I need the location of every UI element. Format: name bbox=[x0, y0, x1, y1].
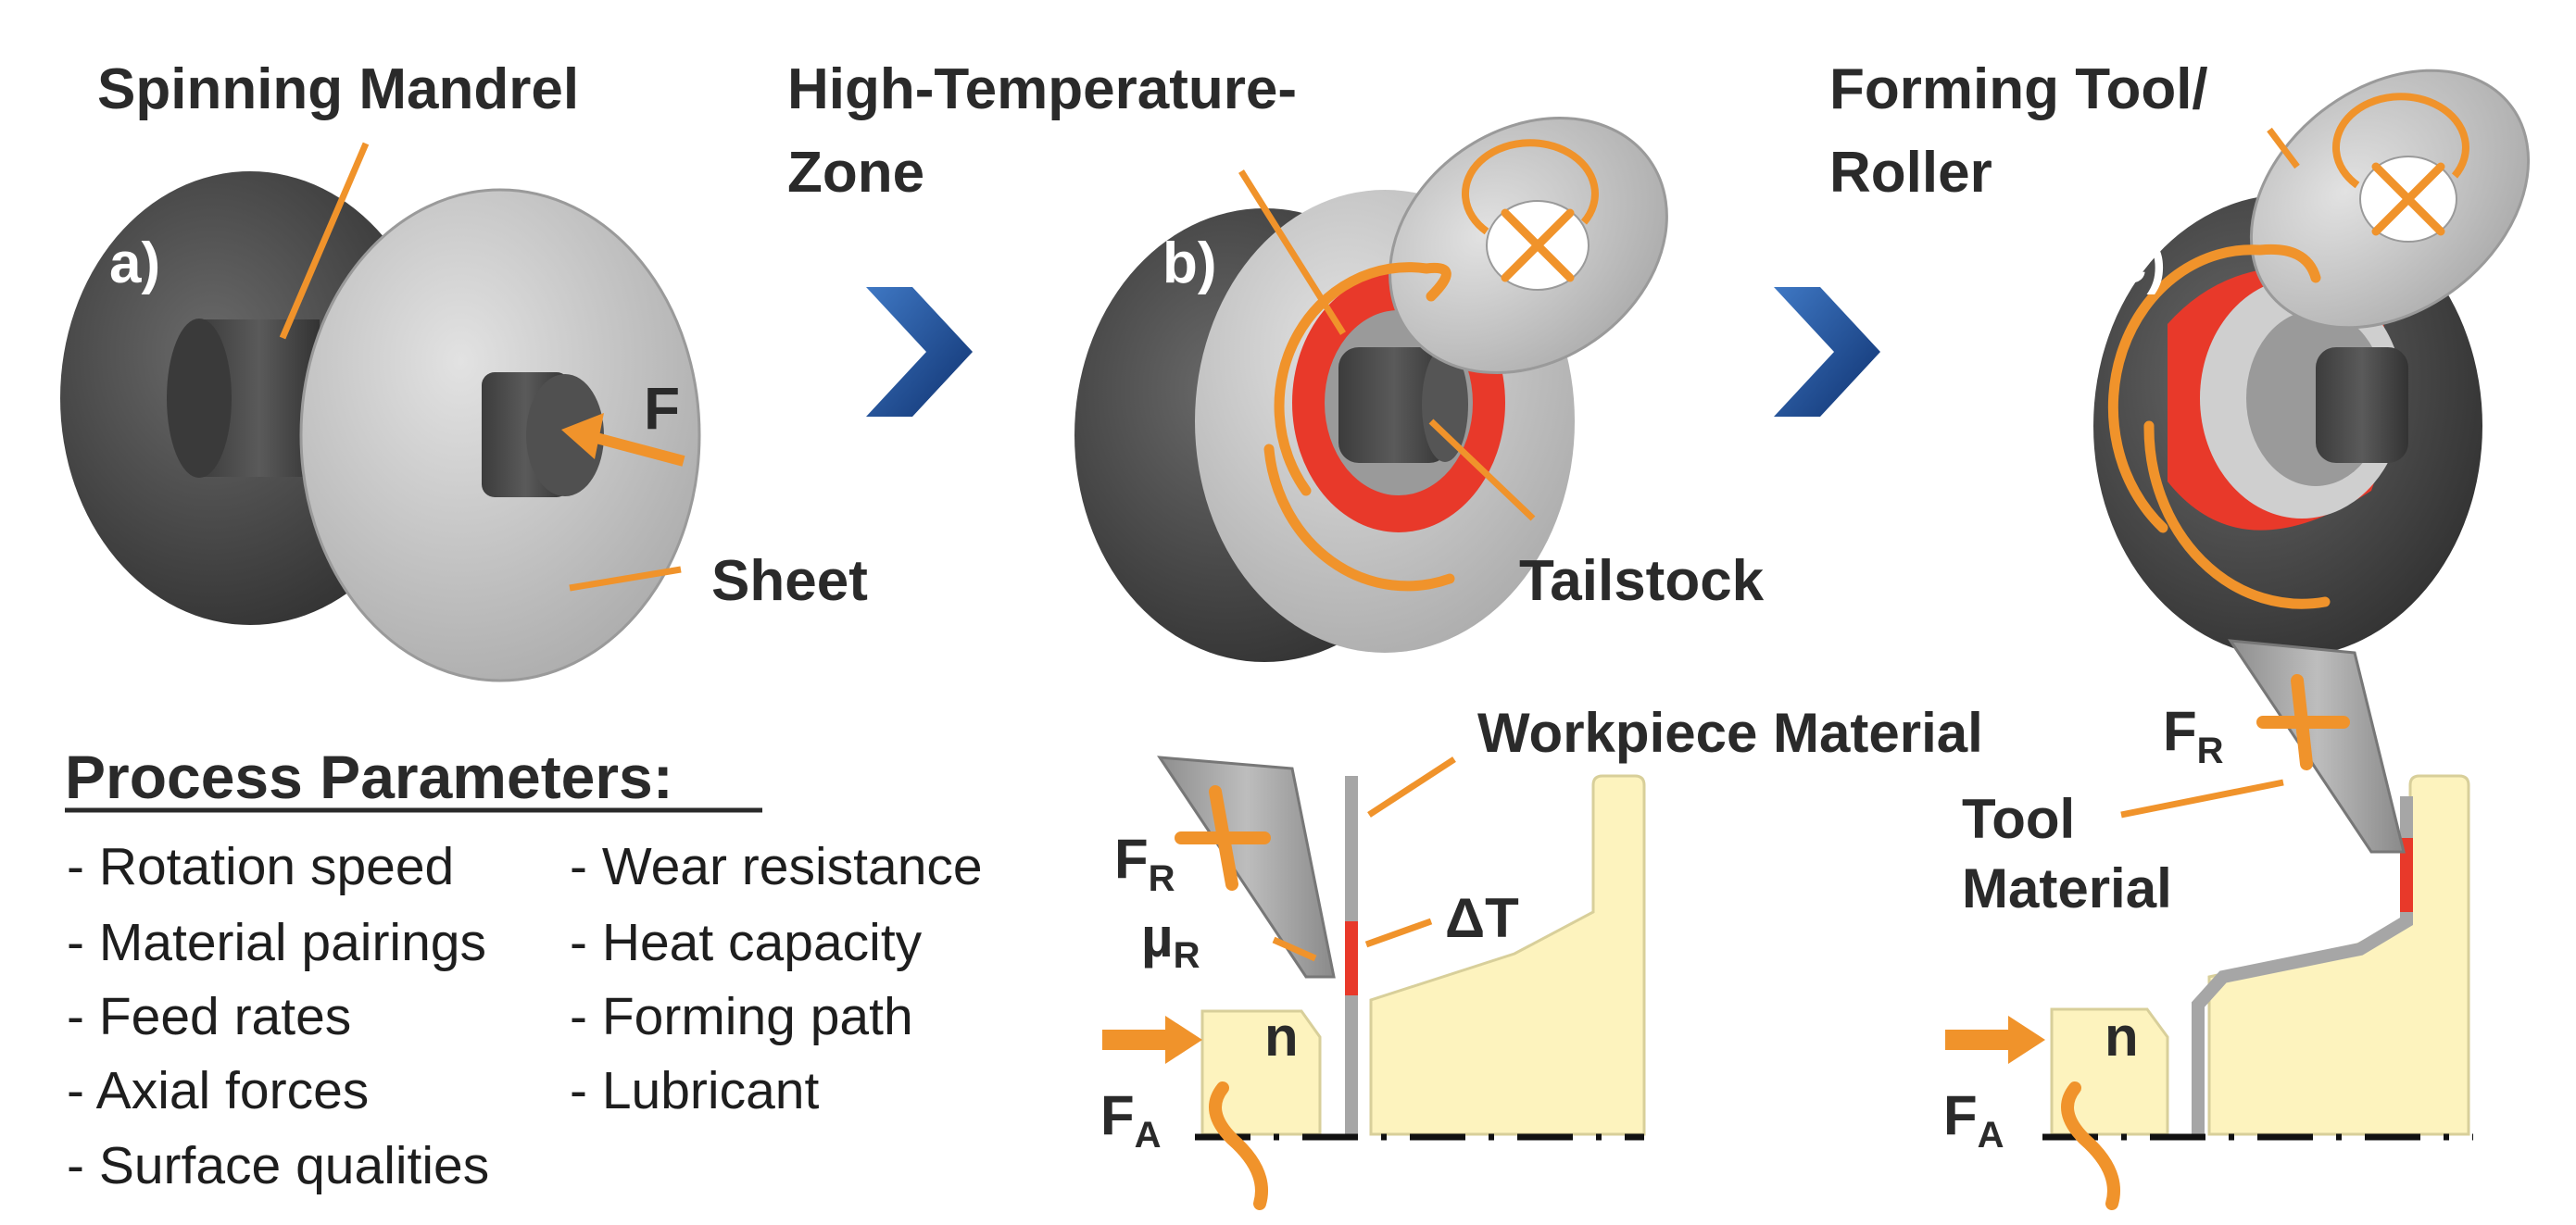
dt-label-left: ΔT bbox=[1445, 887, 1519, 949]
rotation-n-arrow-right bbox=[2061, 1081, 2120, 1210]
cross-section-right: FR Tool Material n FA bbox=[1943, 639, 2473, 1210]
param-right-item: - Wear resistance bbox=[570, 837, 983, 896]
mu-leader-line bbox=[1272, 936, 1317, 962]
force-f-label: F bbox=[644, 375, 680, 442]
high-temperature-label-2: Zone bbox=[787, 141, 924, 205]
panel-b-tag: b) bbox=[1162, 231, 1217, 295]
spinning-mandrel-label: Spinning Mandrel bbox=[97, 57, 579, 121]
param-left-item: - Axial forces bbox=[67, 1061, 369, 1120]
parameters-heading: Process Parameters: bbox=[65, 743, 673, 811]
fa-label-left: FA bbox=[1100, 1084, 1162, 1156]
fa-label-right: FA bbox=[1943, 1084, 2004, 1156]
force-f-arrow bbox=[591, 431, 685, 467]
tool-section-right bbox=[2227, 639, 2406, 854]
param-left-item: - Feed rates bbox=[67, 987, 351, 1046]
sheet-leader-line bbox=[569, 566, 682, 592]
tool-material-label-1: Tool bbox=[1962, 788, 2075, 850]
param-left-item: - Surface qualities bbox=[67, 1136, 489, 1195]
sheet-label: Sheet bbox=[711, 549, 868, 613]
tailstock-c bbox=[2316, 347, 2408, 463]
tailstock-section-right bbox=[2050, 1007, 2169, 1136]
hot-zone-leader-line bbox=[1238, 169, 1346, 335]
mu-label-left: µR bbox=[1141, 906, 1200, 976]
process-parameters: Process Parameters: - Rotation speed - M… bbox=[65, 743, 983, 1195]
param-right-item: - Heat capacity bbox=[570, 913, 923, 972]
fr-label-right: FR bbox=[2163, 700, 2224, 771]
roller-adjust-cross-c bbox=[2371, 162, 2445, 236]
panel-c: c) Forming Tool/ Roller bbox=[1829, 57, 2531, 657]
tool-section-left bbox=[1157, 756, 1336, 979]
tailstock-b bbox=[1338, 347, 1450, 463]
param-right-item: - Forming path bbox=[570, 987, 913, 1046]
forming-tool-label-2: Roller bbox=[1829, 141, 1992, 205]
tailstock-leader-line bbox=[1428, 419, 1536, 521]
param-right-item: - Lubricant bbox=[570, 1061, 819, 1120]
roller-adjust-cross-b bbox=[1501, 208, 1575, 282]
tailstock-label: Tailstock bbox=[1519, 549, 1765, 613]
panel-a: a) Spinning Mandrel F Sheet bbox=[60, 57, 868, 682]
tool-adjust-cross-right bbox=[2256, 674, 2350, 770]
workpiece-material-label: Workpiece Material bbox=[1477, 702, 1983, 764]
parameters-left-list: - Rotation speed - Material pairings - F… bbox=[67, 837, 489, 1195]
rotation-arrow-b bbox=[1274, 262, 1451, 496]
cross-section-left: Workpiece Material FR µR ΔT n FA bbox=[1100, 702, 1983, 1210]
tool-material-label-2: Material bbox=[1962, 857, 2172, 919]
rotation-arrow-c bbox=[2107, 244, 2321, 533]
parameters-right-list: - Wear resistance - Heat capacity - Form… bbox=[570, 837, 983, 1120]
panel-a-tag: a) bbox=[109, 231, 160, 295]
mandrel-section-left bbox=[1369, 774, 1646, 1136]
mandrel-leader-line bbox=[279, 142, 370, 340]
param-left-item: - Rotation speed bbox=[67, 837, 454, 896]
rotation-n-arrow-left bbox=[1209, 1081, 1268, 1210]
forming-tool-label-1: Forming Tool/ bbox=[1829, 57, 2208, 121]
tailstock-section-left bbox=[1200, 1009, 1322, 1136]
fr-label-left: FR bbox=[1114, 828, 1175, 899]
dt-leader-line bbox=[1364, 918, 1433, 948]
roller-leader-line bbox=[2267, 127, 2300, 169]
hot-zone-left bbox=[1345, 921, 1358, 995]
high-temperature-label-1: High-Temperature- bbox=[787, 57, 1297, 121]
hot-zone-right bbox=[2400, 838, 2413, 912]
panel-b: b) High-Temperature- Zone Tailstock bbox=[787, 57, 1765, 662]
tool-adjust-cross-left bbox=[1175, 785, 1271, 891]
process-arrow-2 bbox=[1774, 287, 1880, 417]
n-label-right: n bbox=[2105, 1006, 2139, 1068]
param-left-item: - Material pairings bbox=[67, 913, 486, 972]
panel-c-tag: c) bbox=[2115, 231, 2166, 295]
n-label-left: n bbox=[1264, 1006, 1299, 1068]
workpiece-leader-line bbox=[1367, 756, 1456, 818]
process-arrow-1 bbox=[866, 287, 973, 417]
mandrel-body bbox=[199, 319, 320, 477]
tool-material-leader-line bbox=[2120, 779, 2284, 819]
